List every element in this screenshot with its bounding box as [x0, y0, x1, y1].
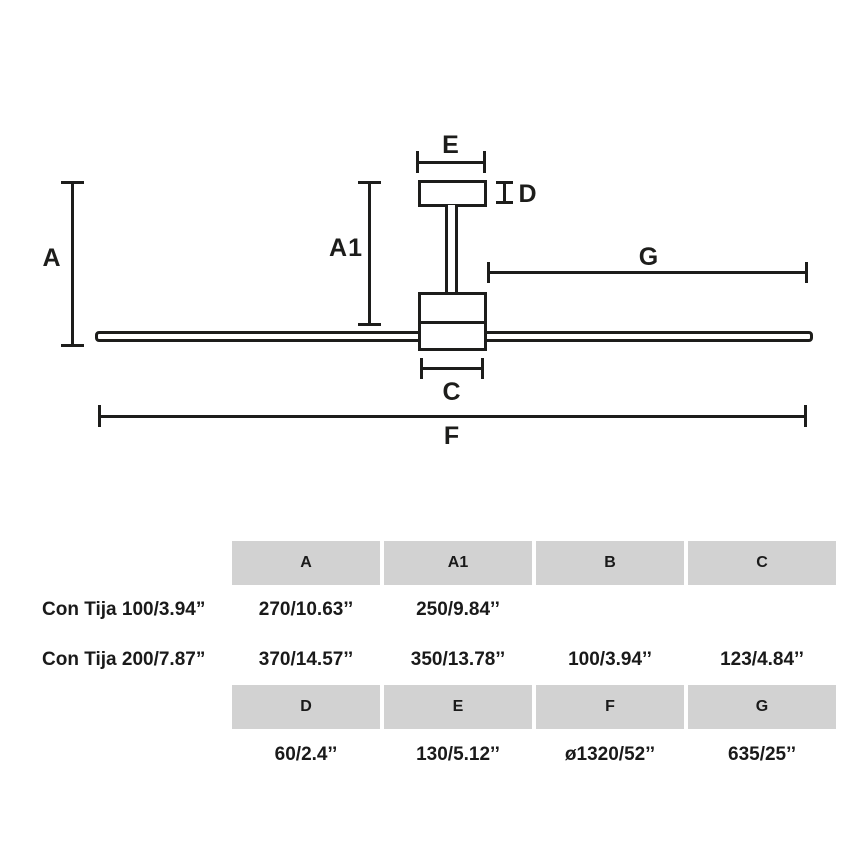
value-a: 370/14.57’’ — [258, 649, 354, 670]
dim-g-tick-left — [487, 262, 490, 283]
dim-d-label: D — [518, 180, 538, 208]
table-header-row-1: A A1 B C — [42, 541, 842, 585]
value-a: 270/10.63’’ — [258, 599, 354, 620]
fan-dimension-drawing: A A1 E D G C F — [42, 131, 813, 450]
header-cell-g: G — [688, 685, 836, 729]
dim-c-tick-right — [481, 358, 484, 379]
header-cell-f: F — [536, 685, 684, 729]
dim-c-tick-left — [420, 358, 423, 379]
dim-d-tick-top — [496, 181, 513, 184]
dim-a1-tick-top — [358, 181, 381, 184]
dim-c-label: C — [442, 378, 462, 406]
value-c: 123/4.84’’ — [720, 649, 804, 670]
value-e: 130/5.12’’ — [416, 744, 500, 765]
table-row-defg-values: 60/2.4’’ 130/5.12’’ ø1320/52’’ 635/25’’ — [42, 729, 842, 781]
dim-e-tick-right — [483, 151, 486, 173]
spec-table: A A1 B C Con Tija 100/3.94” 270/10.63’’ … — [42, 541, 842, 781]
value-a1: 350/13.78’’ — [410, 649, 506, 670]
dim-a-label: A — [42, 244, 62, 272]
header-spacer — [42, 685, 228, 729]
dim-f-line — [99, 415, 807, 418]
dim-e-tick-left — [416, 151, 419, 173]
dim-a1-label: A1 — [329, 234, 363, 262]
dim-a1-line — [368, 183, 371, 325]
dim-a-tick-bottom — [61, 344, 84, 347]
header-cell-a: A — [232, 541, 380, 585]
dim-a-tick-top — [61, 181, 84, 184]
table-row-tija-200: Con Tija 200/7.87” 370/14.57’’ 350/13.78… — [42, 635, 842, 685]
dim-a1-tick-bottom — [358, 323, 381, 326]
value-g: 635/25’’ — [728, 744, 796, 765]
header-spacer — [42, 541, 228, 585]
header-cell-e: E — [384, 685, 532, 729]
fan-canopy — [418, 180, 487, 207]
fan-downrod — [445, 205, 458, 294]
header-cell-b: B — [536, 541, 684, 585]
dim-e-label: E — [442, 131, 460, 159]
table-header-row-2: D E F G — [42, 685, 842, 729]
header-cell-c: C — [688, 541, 836, 585]
row-label — [42, 729, 228, 781]
dim-f-label: F — [443, 422, 461, 450]
dim-c-line — [421, 367, 483, 370]
value-b — [536, 585, 684, 635]
dim-g-tick-right — [805, 262, 808, 283]
value-a1: 250/9.84’’ — [416, 599, 500, 620]
motor-housing-divider — [420, 321, 485, 324]
dim-d-tick-bottom — [496, 201, 513, 204]
dim-f-tick-right — [804, 405, 807, 427]
dim-g-label: G — [638, 243, 660, 271]
value-b: 100/3.94’’ — [568, 649, 652, 670]
row-label: Con Tija 100/3.94” — [42, 599, 206, 620]
fan-motor-housing — [418, 292, 487, 351]
table-row-tija-100: Con Tija 100/3.94” 270/10.63’’ 250/9.84’… — [42, 585, 842, 635]
value-f: ø1320/52’’ — [564, 744, 656, 765]
dim-a-line — [71, 183, 74, 346]
header-cell-a1: A1 — [384, 541, 532, 585]
dim-e-line — [417, 161, 485, 164]
dim-d-line — [503, 182, 506, 203]
value-c — [688, 585, 836, 635]
header-cell-d: D — [232, 685, 380, 729]
dim-g-line — [488, 271, 808, 274]
row-label: Con Tija 200/7.87” — [42, 649, 206, 670]
dim-f-tick-left — [98, 405, 101, 427]
value-d: 60/2.4’’ — [274, 744, 338, 765]
